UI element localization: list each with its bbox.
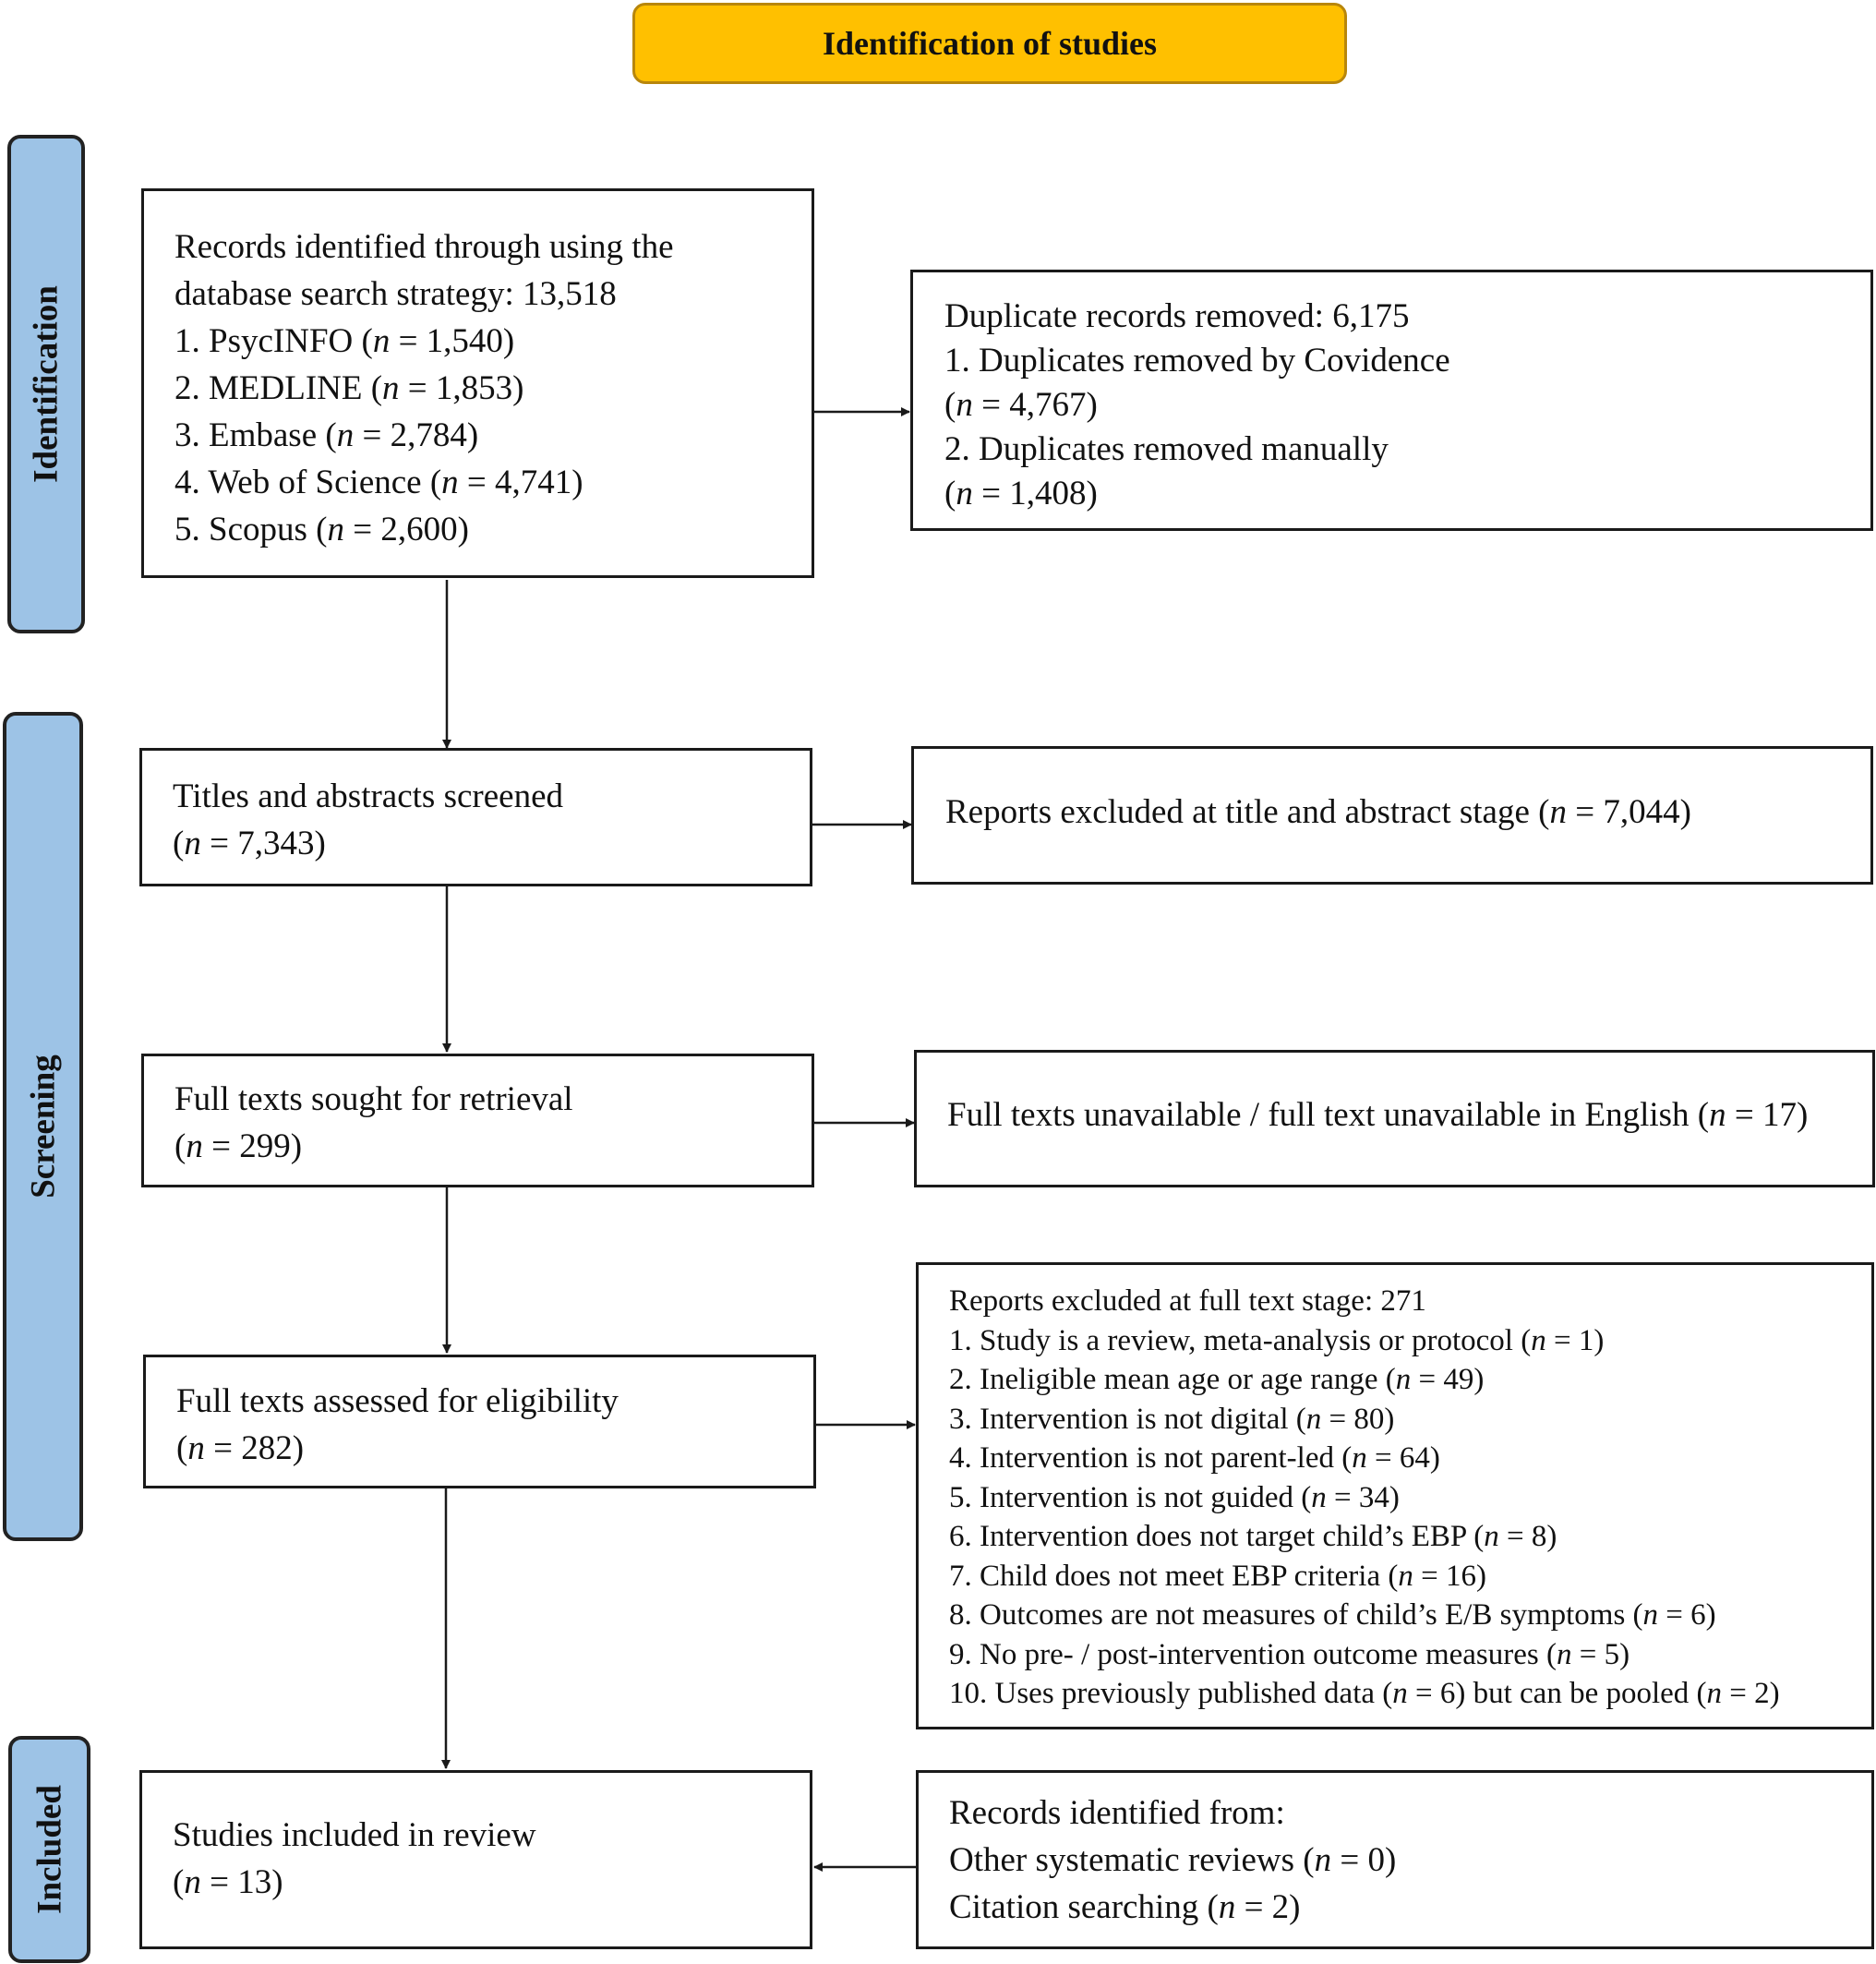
studies-included-value: (n = 13) [173, 1863, 283, 1901]
excluded-title-abstract-text: Reports excluded at title and abstract s… [945, 792, 1691, 831]
duplicates-item-2: 2. Duplicates removed manually [944, 430, 1389, 468]
records-item-2: 2. MEDLINE (n = 1,853) [174, 369, 524, 407]
studies-included-label: Studies included in review [173, 1816, 536, 1854]
box-excluded-fulltext: Reports excluded at full text stage: 271… [916, 1262, 1874, 1729]
box-titles-screened: Titles and abstracts screened (n = 7,343… [139, 748, 812, 886]
titles-screened-value: (n = 7,343) [173, 825, 326, 862]
box-fulltexts-unavailable: Full texts unavailable / full text unava… [914, 1050, 1875, 1187]
excluded-fulltext-item: 5. Intervention is not guided (n = 34) [949, 1480, 1400, 1514]
fulltexts-assessed-label: Full texts assessed for eligibility [176, 1382, 619, 1420]
excluded-fulltext-item: 7. Child does not meet EBP criteria (n =… [949, 1559, 1486, 1593]
fulltexts-sought-value: (n = 299) [174, 1127, 303, 1165]
excluded-fulltext-item: 3. Intervention is not digital (n = 80) [949, 1402, 1395, 1436]
box-fulltexts-sought: Full texts sought for retrieval (n = 299… [141, 1054, 814, 1187]
duplicates-item-2-value: (n = 1,408) [944, 475, 1098, 512]
excluded-fulltext-title: Reports excluded at full text stage: 271 [949, 1284, 1426, 1318]
excluded-fulltext-item: 1. Study is a review, meta-analysis or p… [949, 1323, 1605, 1357]
records-item-1: 1. PsycINFO (n = 1,540) [174, 322, 515, 360]
other-records-title: Records identified from: [949, 1794, 1285, 1832]
box-duplicates-removed: Duplicate records removed: 6,175 1. Dupl… [910, 270, 1873, 531]
header-title: Identification of studies [822, 25, 1158, 62]
excluded-fulltext-item: 6. Intervention does not target child’s … [949, 1520, 1557, 1553]
box-other-records: Records identified from: Other systemati… [916, 1770, 1874, 1949]
header-identification-of-studies: Identification of studies [632, 3, 1347, 84]
phase-included: Included [8, 1736, 90, 1963]
records-line-1: Records identified through using the [174, 228, 674, 266]
other-records-item-1: Other systematic reviews (n = 0) [949, 1841, 1397, 1879]
excluded-fulltext-item: 8. Outcomes are not measures of child’s … [949, 1598, 1716, 1632]
excluded-fulltext-item-10: 10. Uses previously published data (n = … [949, 1677, 1780, 1710]
titles-screened-label: Titles and abstracts screened [173, 777, 563, 815]
phase-screening: Screening [3, 712, 83, 1541]
records-item-3: 3. Embase (n = 2,784) [174, 416, 479, 454]
fulltexts-sought-label: Full texts sought for retrieval [174, 1080, 573, 1118]
duplicates-title: Duplicate records removed: 6,175 [944, 297, 1410, 335]
box-studies-included: Studies included in review (n = 13) [139, 1770, 812, 1949]
other-records-item-2: Citation searching (n = 2) [949, 1888, 1301, 1926]
box-records-identified: Records identified through using the dat… [141, 188, 814, 578]
duplicates-item-1-value: (n = 4,767) [944, 386, 1098, 424]
box-excluded-title-abstract: Reports excluded at title and abstract s… [911, 746, 1873, 885]
records-item-5: 5. Scopus (n = 2,600) [174, 511, 469, 548]
box-fulltexts-assessed: Full texts assessed for eligibility (n =… [143, 1355, 816, 1488]
phase-identification: Identification [7, 135, 85, 633]
fulltexts-assessed-value: (n = 282) [176, 1429, 305, 1467]
records-item-4: 4. Web of Science (n = 4,741) [174, 464, 583, 501]
duplicates-item-1: 1. Duplicates removed by Covidence [944, 342, 1450, 380]
records-line-2: database search strategy: 13,518 [174, 275, 617, 313]
fulltexts-unavailable-text: Full texts unavailable / full text unava… [947, 1096, 1809, 1134]
excluded-fulltext-item: 2. Ineligible mean age or age range (n =… [949, 1363, 1485, 1396]
excluded-fulltext-item: 4. Intervention is not parent-led (n = 6… [949, 1441, 1440, 1475]
excluded-fulltext-item: 9. No pre- / post-intervention outcome m… [949, 1637, 1630, 1671]
